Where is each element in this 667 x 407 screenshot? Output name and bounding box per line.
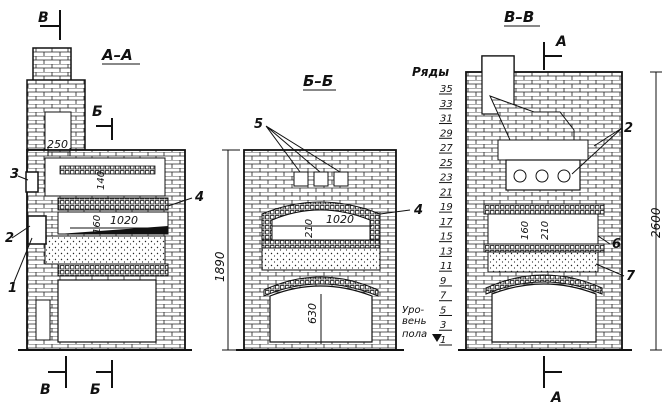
rows-header: Ряды [412, 65, 449, 79]
section-b-title: Б–Б [303, 72, 333, 90]
under-chamber-a [57, 279, 157, 343]
cut-arrow-a-top [543, 42, 562, 70]
dim-1890: 1890 [213, 251, 227, 282]
flue-opening-2 [313, 171, 329, 187]
burner-1 [513, 169, 527, 183]
callout-5: 5 [254, 117, 263, 132]
lower-arch-a [57, 263, 169, 277]
row-number: 31 [440, 114, 453, 125]
burner-box [505, 159, 581, 191]
crucible-v [487, 213, 599, 245]
cut-arrow-b-bottom [96, 360, 113, 388]
vault-slab [57, 197, 169, 211]
dim-160-a: 160 [92, 215, 103, 234]
cut-arrow-b-top [96, 118, 113, 140]
callout-2-b: 2 [624, 121, 633, 136]
cut-mark-v-top: В [38, 10, 49, 26]
callout-7: 7 [626, 269, 636, 284]
flue-opening-3 [333, 171, 349, 187]
row-number: 11 [440, 261, 453, 272]
cut-mark-v-bottom: В [40, 382, 51, 398]
row-number: 1 [440, 335, 446, 346]
row-number: 15 [440, 232, 453, 243]
row-number: 35 [440, 84, 453, 95]
dim-1020-b: 1020 [326, 213, 354, 226]
crucible-b [271, 209, 371, 241]
section-b-b: Б–Б 210 1020 630 1890 5 4 [213, 72, 423, 351]
dim-2600: 2600 [649, 207, 663, 238]
row-number: 29 [440, 128, 453, 139]
row-number: 21 [440, 187, 453, 198]
floor-level-2: вень [402, 316, 427, 327]
sand-fill-v [487, 251, 599, 273]
dim-1020-a: 1020 [110, 214, 138, 227]
section-a-a: А–А 250 140 160 1020 [5, 10, 204, 398]
cut-arrow-v-bottom [48, 356, 67, 388]
cut-mark-b-top: Б [92, 104, 103, 120]
row-number: 17 [440, 217, 453, 228]
burner-3 [557, 169, 571, 183]
cut-arrow-a-bottom [543, 356, 562, 388]
cut-arrow-v-top [40, 10, 61, 40]
cut-mark-a-top: А [555, 34, 567, 50]
under-chamber-v [491, 283, 597, 343]
floor-level-marker [432, 334, 442, 342]
sand-fill-b [261, 247, 381, 271]
callout-1: 1 [8, 281, 17, 296]
row-number: 9 [440, 276, 446, 287]
callout-3: 3 [10, 167, 19, 182]
cut-mark-a-bottom: А [550, 390, 562, 406]
sand-fill-a [44, 235, 166, 265]
crucible-top-v [483, 203, 605, 215]
row-number: 27 [440, 143, 453, 154]
door-3 [25, 171, 39, 193]
callout-2: 2 [5, 231, 14, 246]
section-a-title: А–А [101, 46, 133, 64]
callout-6: 6 [612, 237, 621, 252]
hearth-b [261, 239, 381, 249]
dim-210-a: 210 [304, 219, 315, 238]
row-number: 25 [440, 158, 453, 169]
dim-160-b: 160 [520, 221, 531, 240]
dim-630: 630 [306, 303, 319, 324]
dim-250: 250 [47, 138, 68, 151]
section-v-v: В–В 160 210 2600 2 6 7 А [458, 8, 663, 406]
dim-2600-line [650, 71, 662, 351]
floor-level-3: пола [402, 329, 427, 340]
cut-mark-b-bottom: Б [90, 382, 101, 398]
row-number: 23 [440, 173, 453, 184]
section-v-title: В–В [504, 8, 534, 26]
lower-arch-v [485, 274, 603, 295]
dim-210-b: 210 [540, 221, 551, 240]
row-number: 3 [440, 320, 446, 331]
side-niche [35, 299, 51, 341]
row-number: 19 [440, 202, 453, 213]
upper-chamber [44, 157, 166, 197]
row-number: 13 [440, 246, 453, 257]
burner-2 [535, 169, 549, 183]
chimney-cap [32, 47, 72, 84]
upper-shelf [59, 165, 156, 175]
callout-4-b: 4 [413, 203, 423, 218]
callout-4: 4 [194, 190, 204, 205]
dim-140: 140 [96, 171, 107, 190]
row-number: 5 [440, 305, 446, 316]
door-2 [27, 215, 47, 245]
lower-arch-b [263, 276, 379, 297]
flue-opening-1 [293, 171, 309, 187]
dim-250-line [47, 148, 71, 156]
row-number: 7 [440, 291, 447, 302]
row-number: 33 [440, 99, 453, 110]
floor-level-1: Уро- [402, 305, 425, 316]
hearth-v [483, 243, 605, 253]
flue-channel [44, 111, 72, 151]
heat-chamber [497, 139, 589, 161]
dim-1890-line [222, 149, 240, 351]
